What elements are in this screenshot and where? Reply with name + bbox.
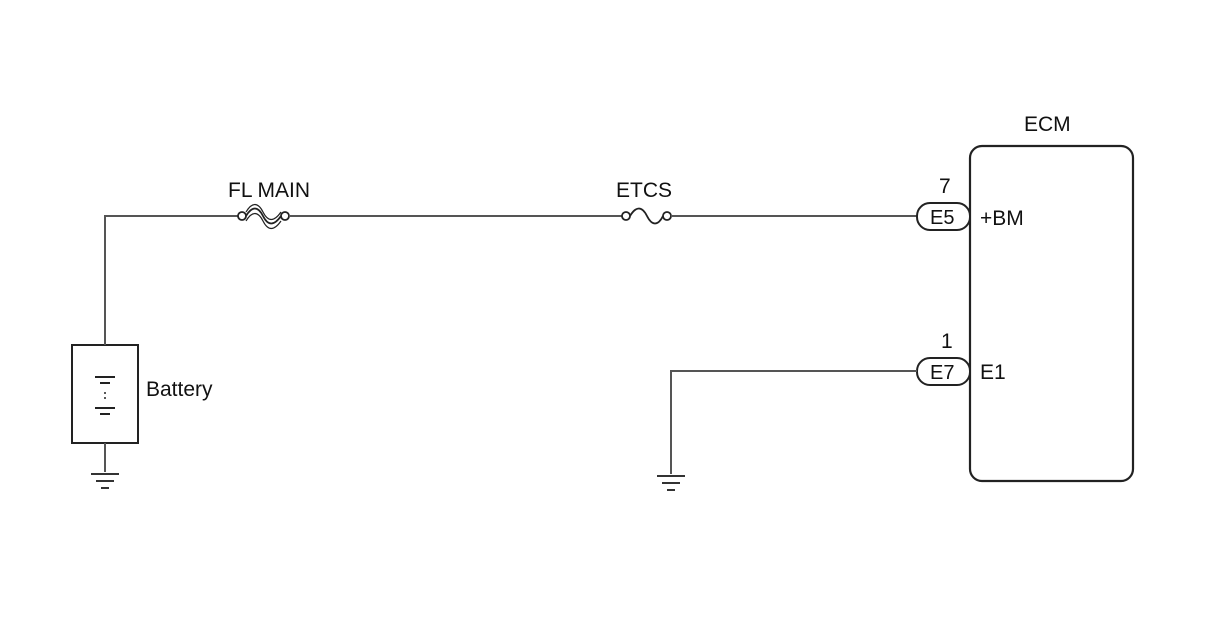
wire-e7-to-ground: [670, 370, 917, 474]
fl-main-fuse-icon: [237, 203, 290, 230]
connector-e5: E5: [916, 202, 971, 231]
battery-ground-icon: [91, 473, 119, 489]
terminal-e1-label: E1: [980, 361, 1006, 384]
etcs-label: ETCS: [616, 179, 672, 202]
pin-7-label: 7: [939, 175, 951, 198]
connector-e5-label: E5: [930, 207, 954, 229]
pin-1-label: 1: [941, 330, 953, 353]
wire-battery-to-main-fuse: [104, 215, 238, 472]
fl-main-label: FL MAIN: [228, 179, 310, 202]
terminal-bm-label: +BM: [980, 207, 1024, 230]
ecm-label: ECM: [1024, 113, 1071, 136]
battery-symbol: [71, 344, 139, 444]
connector-e7-label: E7: [930, 362, 954, 384]
ecm-ground-icon: [657, 475, 685, 491]
etcs-fuse-icon: [621, 207, 672, 225]
ecm-box: [968, 144, 1135, 483]
battery-label: Battery: [146, 378, 213, 401]
connector-e7: E7: [916, 357, 971, 386]
